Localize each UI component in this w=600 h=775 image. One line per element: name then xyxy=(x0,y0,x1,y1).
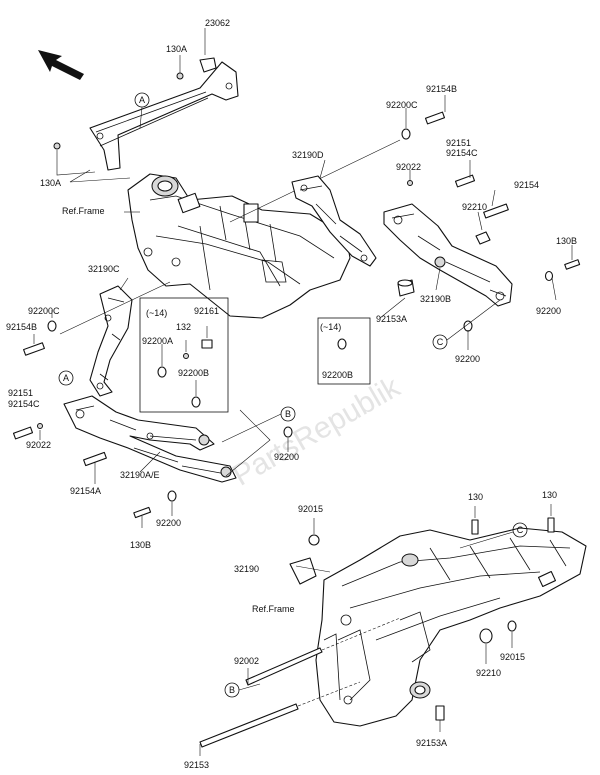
washer-92200B-inset2 xyxy=(337,338,347,350)
label-92200A: 92200A xyxy=(142,336,173,346)
label-130A-top: 130A xyxy=(166,44,187,54)
label-32190D: 32190D xyxy=(292,150,324,160)
label-92154-right: 92154 xyxy=(514,180,539,190)
label-130-b: 130 xyxy=(542,490,557,500)
label-92200-lowmid: 92200 xyxy=(274,452,299,462)
inset-box-2 xyxy=(317,317,371,385)
label-92200-mid: 92200 xyxy=(455,354,480,364)
washer-92022-left xyxy=(37,423,43,429)
washer-92200-lowmid xyxy=(283,426,293,438)
label-92022-left: 92022 xyxy=(26,440,51,450)
label-92015-top: 92015 xyxy=(298,504,323,514)
main-frame-bottom xyxy=(289,527,587,727)
label-92161: 92161 xyxy=(194,306,219,316)
bracket-23062 xyxy=(89,57,239,171)
label-inset1-note: (~14) xyxy=(146,308,167,318)
bolt-130A-left xyxy=(53,142,61,150)
washer-92200C-left xyxy=(47,320,57,332)
label-23062: 23062 xyxy=(205,18,230,28)
bolt-130B-left xyxy=(133,506,152,519)
hardware-right-top xyxy=(401,111,581,282)
inset-box-1 xyxy=(139,297,229,413)
label-92153A-bottom: 92153A xyxy=(416,738,447,748)
label-92200-right: 92200 xyxy=(536,306,561,316)
label-92154C-right: 92154C xyxy=(446,148,478,158)
bolt-92153A-bottom xyxy=(435,705,445,721)
label-92200B-inset1: 92200B xyxy=(178,368,209,378)
label-92153: 92153 xyxy=(184,760,209,770)
pin-132 xyxy=(183,353,189,359)
washer-92015-bottom xyxy=(507,620,517,632)
bracket-32190D xyxy=(291,175,377,267)
label-92153A-mid: 92153A xyxy=(376,314,407,324)
callout-C-bottom-label: C xyxy=(517,525,524,535)
label-32190B: 32190B xyxy=(420,294,451,304)
callout-A-left-label: A xyxy=(63,373,69,383)
label-92151-left: 92151 xyxy=(8,388,33,398)
label-92154B-top: 92154B xyxy=(426,84,457,94)
direction-arrow-icon xyxy=(38,50,84,80)
nut-92161 xyxy=(201,339,213,349)
washer-92015-top xyxy=(308,534,320,546)
label-92022-right: 92022 xyxy=(396,162,421,172)
main-frame-top xyxy=(127,173,351,319)
label-92210-bottom: 92210 xyxy=(476,668,501,678)
bracket-32190B xyxy=(383,203,513,307)
label-130B-left: 130B xyxy=(130,540,151,550)
label-32190: 32190 xyxy=(234,564,259,574)
label-92154A: 92154A xyxy=(70,486,101,496)
callout-A-top-label: A xyxy=(139,95,145,105)
label-130A-left: 130A xyxy=(40,178,61,188)
label-ref-frame-bottom: Ref.Frame xyxy=(252,604,295,614)
washer-92200B-inset1 xyxy=(191,396,201,408)
callout-B-mid-label: B xyxy=(285,409,291,419)
callout-C-right-label: C xyxy=(437,337,444,347)
label-32190AE: 32190A/E xyxy=(120,470,160,480)
bolt-92002 xyxy=(245,647,323,686)
label-92015-bottom: 92015 xyxy=(500,652,525,662)
bolt-92154B-left xyxy=(23,342,45,356)
label-92200C-top: 92200C xyxy=(386,100,418,110)
bolt-130-b xyxy=(547,517,555,533)
label-ref-frame-top: Ref.Frame xyxy=(62,206,105,216)
washer-92200A xyxy=(157,366,167,378)
label-92210-top: 92210 xyxy=(462,202,487,212)
bolt-130A-top xyxy=(176,72,184,80)
label-92200B-inset2: 92200B xyxy=(322,370,353,380)
washer-92200-low xyxy=(167,490,177,502)
label-130-a: 130 xyxy=(468,492,483,502)
nut-92210-bottom xyxy=(479,628,493,644)
bracket-32190C xyxy=(89,285,133,397)
spacer-92153A-mid xyxy=(397,279,415,297)
label-92154B-left: 92154B xyxy=(6,322,37,332)
callout-C-bottom xyxy=(512,522,528,538)
bolt-92154A xyxy=(83,451,107,467)
label-92151-right: 92151 xyxy=(446,138,471,148)
label-92002: 92002 xyxy=(234,656,259,666)
bolt-92154C-left xyxy=(12,426,34,440)
label-92200C-left: 92200C xyxy=(28,306,60,316)
label-inset2-note: (~14) xyxy=(320,322,341,332)
watermark-text: PartsRepublik xyxy=(227,370,406,492)
callout-A-left xyxy=(58,370,74,386)
bolt-130-a xyxy=(471,519,479,535)
label-132: 132 xyxy=(176,322,191,332)
bracket-32190AE xyxy=(63,395,237,483)
label-92154C-left: 92154C xyxy=(8,399,40,409)
bolt-92153 xyxy=(199,703,299,748)
label-130B-right: 130B xyxy=(556,236,577,246)
label-32190C: 32190C xyxy=(88,264,120,274)
callout-B-bottom-label: B xyxy=(229,685,235,695)
label-92200-low: 92200 xyxy=(156,518,181,528)
callout-C-right xyxy=(432,334,448,350)
